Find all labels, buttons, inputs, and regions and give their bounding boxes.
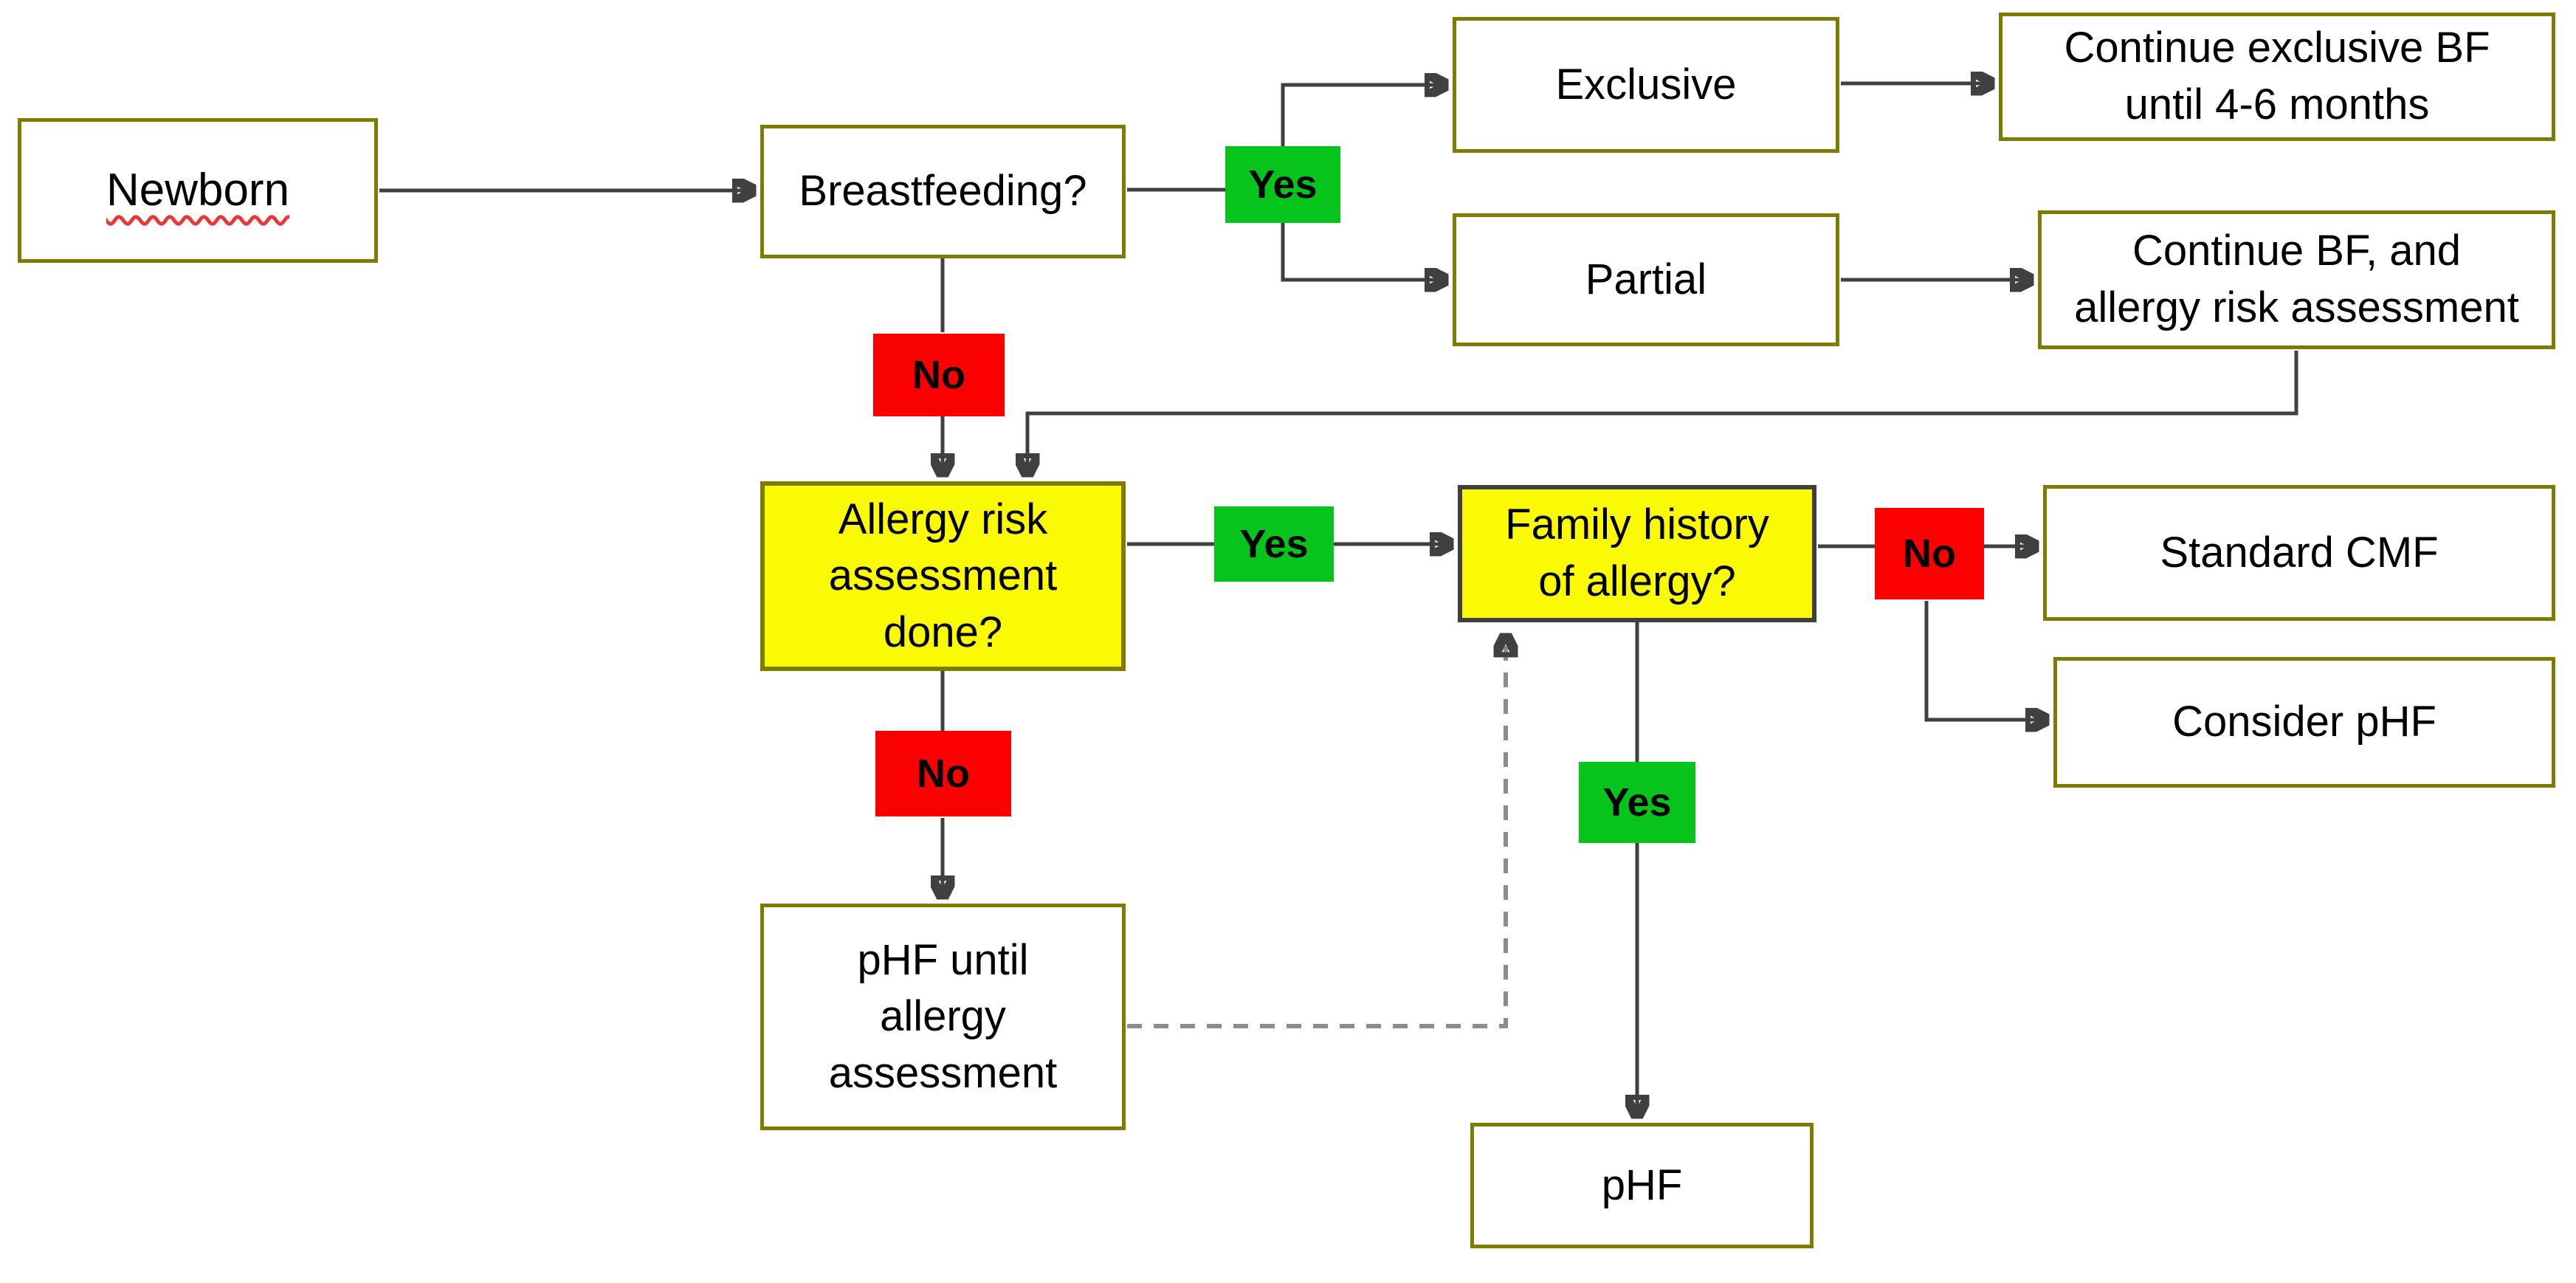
node-partial-label: Partial bbox=[1585, 255, 1707, 303]
chip-no-allergy-risk: No bbox=[875, 731, 1011, 816]
chip-yes-allergy-risk: Yes bbox=[1214, 506, 1334, 582]
chip-no-label: No bbox=[1903, 532, 1956, 576]
node-phf: pHF bbox=[1470, 1123, 1814, 1248]
node-allergy-risk-assessment: Allergy risk assessment done? bbox=[760, 481, 1126, 671]
chip-yes-breastfeeding: Yes bbox=[1225, 146, 1340, 223]
node-consider-phf-label: Consider pHF bbox=[2172, 698, 2436, 746]
node-consider-phf: Consider pHF bbox=[2053, 657, 2555, 788]
node-breastfeeding-label: Breastfeeding? bbox=[799, 167, 1087, 216]
node-allergy-risk-label: Allergy risk assessment done? bbox=[828, 495, 1058, 656]
chip-yes-label: Yes bbox=[1602, 780, 1672, 825]
node-phf-label: pHF bbox=[1601, 1160, 1683, 1209]
node-continue-exclusive-bf: Continue exclusive BF until 4-6 months bbox=[1999, 13, 2555, 141]
node-phf-until-assessment: pHF until allergy assessment bbox=[760, 904, 1126, 1130]
edge-phfuntil-familyhistory-dashed bbox=[1127, 635, 1506, 1028]
node-continue-bf-label: Continue BF, and allergy risk assessment bbox=[2074, 227, 2519, 331]
chip-no-label: No bbox=[912, 353, 965, 397]
node-standard-cmf: Standard CMF bbox=[2043, 485, 2555, 621]
node-exclusive: Exclusive bbox=[1453, 17, 1839, 153]
edge-continuebf-allergyrisk bbox=[1027, 351, 2298, 475]
node-exclusive-label: Exclusive bbox=[1555, 60, 1737, 109]
chip-no-family-history: No bbox=[1875, 508, 1984, 599]
node-newborn-label: Newborn bbox=[106, 165, 290, 216]
chip-yes-label: Yes bbox=[1248, 162, 1318, 207]
chip-no-label: No bbox=[917, 751, 970, 796]
node-newborn: Newborn bbox=[18, 118, 378, 263]
node-phf-until-label: pHF until allergy assessment bbox=[828, 935, 1058, 1097]
node-family-history-label: Family history of allergy? bbox=[1505, 501, 1769, 605]
edge-yes-partial bbox=[1281, 221, 1447, 280]
node-standard-cmf-label: Standard CMF bbox=[2160, 528, 2439, 577]
node-family-history: Family history of allergy? bbox=[1458, 485, 1816, 622]
node-partial: Partial bbox=[1453, 213, 1839, 346]
edge-no-considerphf bbox=[1924, 601, 2048, 720]
chip-no-breastfeeding: No bbox=[873, 334, 1005, 416]
node-continue-exclusive-bf-label: Continue exclusive BF until 4-6 months bbox=[2064, 24, 2490, 128]
node-breastfeeding: Breastfeeding? bbox=[760, 125, 1126, 258]
chip-yes-family-history: Yes bbox=[1579, 762, 1695, 843]
chip-yes-label: Yes bbox=[1239, 522, 1309, 566]
node-continue-bf: Continue BF, and allergy risk assessment bbox=[2038, 210, 2555, 349]
edge-yes-exclusive bbox=[1281, 85, 1447, 148]
